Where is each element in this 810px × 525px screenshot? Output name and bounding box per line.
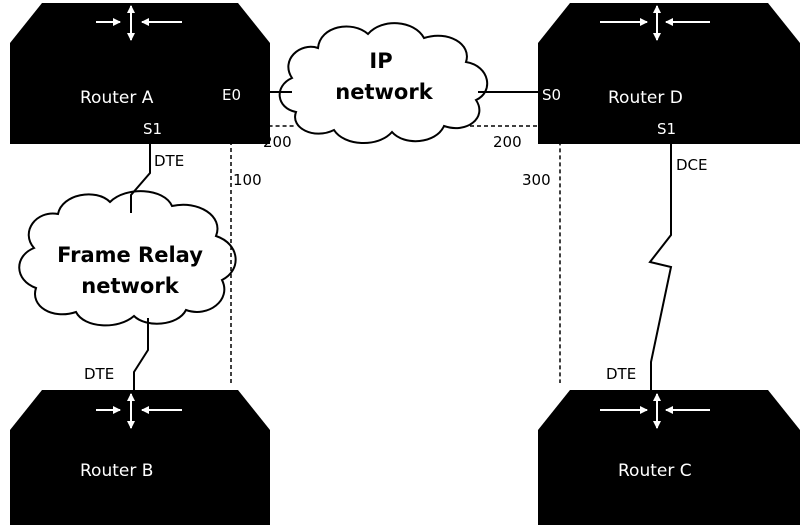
router-a-arrows-icon — [96, 5, 182, 41]
dlci-a-to-d: 200 — [263, 133, 292, 151]
router-c-arrows-icon — [600, 393, 710, 429]
router-b: Router B — [10, 390, 270, 525]
dlci-d-to-c: 300 — [522, 171, 551, 189]
router-c: Router C — [538, 390, 800, 525]
pvc-a-to-d-right — [470, 125, 561, 383]
dlci-d-to-a: 200 — [493, 133, 522, 151]
router-b-label: Router B — [80, 461, 153, 481]
dlci-a-to-b: 100 — [233, 171, 262, 189]
ip-cloud-subtitle: network — [335, 80, 433, 104]
ip-cloud-title: IP — [369, 49, 392, 73]
link-frame-relay-to-b — [133, 318, 149, 390]
frame-relay-cloud-title: Frame Relay — [57, 243, 203, 267]
label-b-dte: DTE — [84, 365, 114, 383]
frame-relay-cloud-subtitle: network — [81, 274, 179, 298]
figure-id: S2309 — [792, 473, 803, 505]
label-d-dce: DCE — [676, 156, 708, 174]
router-d-port-s1: S1 — [657, 120, 676, 138]
router-a-label: Router A — [80, 88, 154, 108]
router-a-port-e0: E0 — [222, 86, 241, 104]
router-b-arrows-icon — [96, 393, 182, 429]
pvc-a-to-d-left — [230, 125, 296, 383]
label-a-dte: DTE — [154, 152, 184, 170]
label-c-dte: DTE — [606, 365, 636, 383]
router-a-port-s1: S1 — [143, 120, 162, 138]
link-a-s1-to-frame-relay — [130, 144, 151, 213]
frame-relay-cloud: Frame Relay network — [18, 190, 237, 327]
router-c-label: Router C — [618, 461, 692, 481]
router-a: Router A E0 S1 — [10, 3, 270, 144]
link-d-s1-to-c — [648, 144, 673, 390]
router-d-arrows-icon — [600, 5, 710, 41]
router-d: Router D S0 S1 — [538, 3, 800, 144]
ip-network-cloud: IP network — [278, 22, 489, 145]
router-d-label: Router D — [608, 88, 683, 108]
router-d-port-s0: S0 — [542, 86, 561, 104]
